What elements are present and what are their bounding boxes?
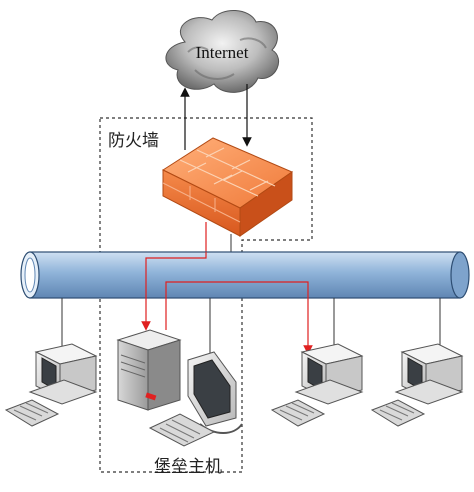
- firewall-icon: [161, 137, 294, 237]
- workstation-icon: [370, 343, 464, 427]
- server-icon: [116, 329, 182, 411]
- cloud-icon: [165, 10, 279, 93]
- workstation-icon: [4, 343, 98, 427]
- security-zone-boundary: [99, 117, 313, 473]
- bastion-monitor-icon: [148, 351, 243, 447]
- bastion-host-label: 堡垒主机: [154, 457, 222, 477]
- firewall-label: 防火墙: [108, 131, 159, 151]
- internet-label: Internet: [196, 43, 249, 62]
- network-bus: [20, 251, 470, 299]
- traffic-path-to-workstation: [165, 281, 313, 355]
- traffic-path-to-bastion: [141, 252, 207, 331]
- workstation-icon: [270, 343, 364, 427]
